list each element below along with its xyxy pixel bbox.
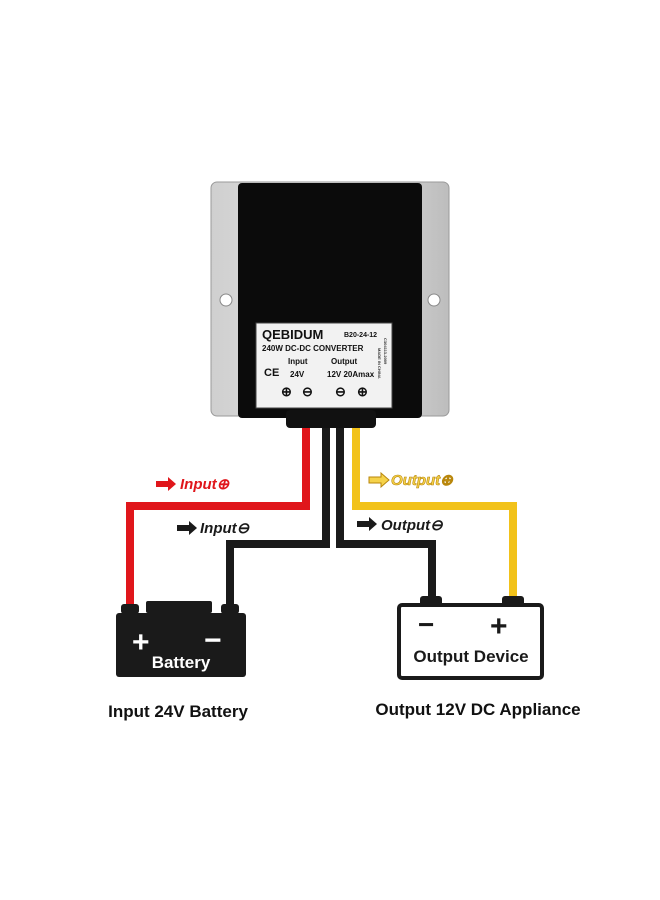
label-output-negative: Output⊖	[357, 517, 443, 534]
converter-model: B20-24-12	[344, 332, 377, 339]
label-input-positive: Input⊕	[156, 476, 230, 493]
converter-input-value: 24V	[290, 370, 305, 379]
converter-brand: QEBIDUM	[262, 327, 323, 342]
converter-title: 240W DC-DC CONVERTER	[262, 344, 364, 353]
arrow-right-icon	[357, 517, 377, 531]
arrow-right-icon	[156, 477, 176, 491]
terminal-input-negative: ⊖	[302, 384, 313, 399]
battery-top-cap	[146, 601, 212, 613]
battery-minus: −	[204, 624, 222, 657]
wire-input-positive	[126, 420, 310, 610]
mounting-hole-left	[219, 293, 233, 307]
device-body	[397, 603, 544, 680]
output-positive-label: Output⊕	[391, 472, 453, 489]
ce-mark: CE	[264, 367, 279, 379]
battery-plus: +	[132, 626, 150, 659]
device-minus: −	[418, 609, 434, 640]
arrow-right-icon	[177, 521, 197, 535]
input-positive-label: Input⊕	[180, 476, 230, 493]
device-caption: Output 12V DC Appliance	[375, 700, 580, 719]
converter-input-label: Input	[288, 357, 308, 366]
terminal-input-positive: ⊕	[281, 384, 292, 399]
converter-label	[255, 322, 393, 409]
battery-terminal-positive	[121, 604, 139, 614]
converter-cable-gland	[286, 410, 376, 428]
wire-output-negative	[336, 422, 436, 600]
wire-labels: Input⊕ Input⊖ Output⊕ Output⊖	[156, 472, 453, 537]
converter-output-value: 12V 20Amax	[327, 370, 375, 379]
battery-terminal-negative	[221, 604, 239, 614]
label-input-negative: Input⊖	[177, 520, 250, 537]
battery-body	[116, 613, 246, 677]
converter-output-label: Output	[331, 357, 358, 366]
wires	[126, 420, 517, 610]
battery-label: Battery	[152, 653, 211, 672]
converter: QEBIDUM B20-24-12 240W DC-DC CONVERTER I…	[210, 181, 450, 428]
input-negative-label: Input⊖	[200, 520, 250, 537]
mounting-hole-right	[427, 293, 441, 307]
label-output-positive: Output⊕	[368, 471, 453, 489]
wire-input-negative	[226, 422, 330, 610]
battery-caption: Input 24V Battery	[108, 702, 248, 721]
output-negative-label: Output⊖	[381, 517, 443, 534]
wire-output-positive	[352, 420, 517, 600]
converter-side-made: MADE IN CHINA	[377, 348, 382, 379]
device-label: Output Device	[413, 647, 528, 666]
output-device: − + Output Device	[397, 596, 544, 680]
device-plus: +	[490, 610, 508, 643]
battery: + − Battery	[116, 601, 246, 677]
arrow-right-icon	[368, 471, 390, 489]
terminal-output-negative: ⊖	[335, 384, 346, 399]
converter-side-code: C304113-2009	[383, 338, 388, 365]
terminal-output-positive: ⊕	[357, 384, 368, 399]
